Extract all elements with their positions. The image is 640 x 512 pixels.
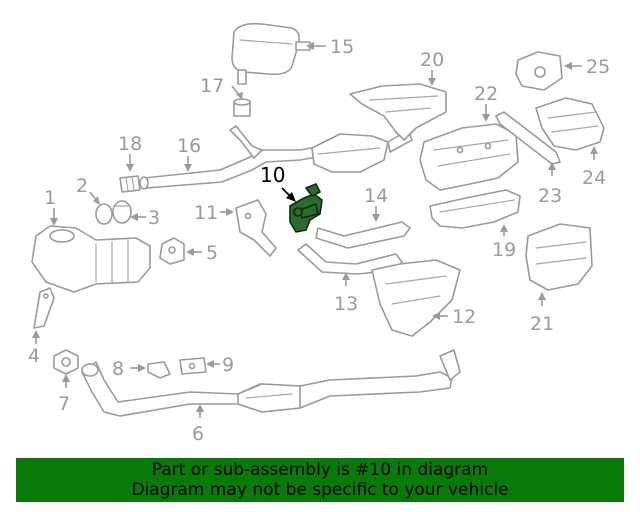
part-24-heat-shield bbox=[535, 97, 605, 151]
callout-22: 22 bbox=[474, 83, 498, 105]
part-5-bracket bbox=[159, 237, 185, 265]
leader-17 bbox=[231, 85, 243, 100]
leader-10 bbox=[281, 187, 296, 202]
callout-23: 23 bbox=[538, 185, 562, 207]
leader-9 bbox=[206, 360, 220, 368]
part-11-bracket bbox=[235, 199, 277, 257]
leader-8 bbox=[130, 364, 146, 372]
leader-23 bbox=[548, 162, 556, 176]
callout-10: 10 bbox=[260, 163, 285, 187]
leader-3 bbox=[130, 213, 146, 221]
callout-16: 16 bbox=[177, 135, 201, 157]
part-2-gasket bbox=[95, 203, 113, 225]
callout-3: 3 bbox=[148, 207, 160, 229]
leader-2 bbox=[89, 191, 100, 205]
part-10-highlighted[interactable] bbox=[289, 183, 323, 233]
callout-8: 8 bbox=[112, 358, 124, 380]
callout-11: 11 bbox=[194, 202, 218, 224]
part-16-intermediate-pipe bbox=[139, 125, 413, 190]
leader-16 bbox=[184, 156, 192, 172]
leader-22 bbox=[482, 104, 490, 122]
leader-15 bbox=[306, 42, 326, 50]
callout-25: 25 bbox=[586, 56, 610, 78]
part-8-hanger bbox=[147, 361, 171, 379]
callout-4: 4 bbox=[28, 345, 40, 367]
part-20-heat-shield bbox=[349, 83, 447, 141]
leader-20 bbox=[428, 70, 436, 86]
leader-5 bbox=[186, 248, 202, 256]
part-23-bracket bbox=[495, 111, 561, 165]
callout-20: 20 bbox=[420, 49, 444, 71]
part-9-clamp bbox=[179, 357, 207, 375]
leader-14 bbox=[372, 206, 380, 222]
callout-12: 12 bbox=[452, 306, 476, 328]
callout-7: 7 bbox=[58, 393, 70, 415]
leader-24 bbox=[590, 146, 598, 160]
part-12-heat-shield bbox=[371, 259, 461, 337]
leader-13 bbox=[342, 272, 350, 286]
callout-17: 17 bbox=[200, 75, 224, 97]
part-1-catalytic-converter bbox=[31, 225, 151, 293]
part-15-rear-muffler bbox=[231, 22, 311, 85]
callout-6: 6 bbox=[192, 423, 204, 445]
leader-6 bbox=[196, 404, 204, 418]
leader-4 bbox=[32, 330, 40, 344]
leader-21 bbox=[538, 292, 546, 306]
banner-line-2: Diagram may not be specific to your vehi… bbox=[131, 480, 509, 500]
leader-11 bbox=[220, 208, 234, 216]
callout-24: 24 bbox=[582, 167, 606, 189]
callout-2: 2 bbox=[76, 175, 88, 197]
callout-18: 18 bbox=[118, 133, 142, 155]
callout-9: 9 bbox=[222, 354, 234, 376]
leader-7 bbox=[62, 374, 70, 388]
callout-15: 15 bbox=[330, 36, 354, 58]
leader-18 bbox=[126, 154, 134, 172]
part-21-heat-shield bbox=[525, 223, 593, 291]
leader-1 bbox=[50, 208, 58, 226]
callout-21: 21 bbox=[530, 313, 554, 335]
callout-19: 19 bbox=[492, 239, 516, 261]
part-17-clamp bbox=[233, 98, 251, 117]
part-7-gasket bbox=[53, 349, 79, 375]
callout-1: 1 bbox=[44, 187, 56, 209]
callout-5: 5 bbox=[206, 242, 218, 264]
part-22-heat-shield bbox=[419, 123, 519, 191]
part-18-clamp bbox=[119, 175, 141, 193]
leader-19 bbox=[500, 224, 508, 236]
part-4-strap bbox=[33, 287, 55, 329]
callout-14: 14 bbox=[364, 185, 388, 207]
part-25-heat-shield bbox=[515, 51, 563, 91]
part-6-exhaust-pipe bbox=[81, 349, 461, 417]
callout-13: 13 bbox=[334, 293, 358, 315]
part-14-front-pipe bbox=[315, 221, 411, 249]
info-banner: Part or sub-assembly is #10 in diagram D… bbox=[16, 458, 624, 502]
leader-12 bbox=[432, 312, 448, 320]
part-3-clamp bbox=[112, 200, 132, 224]
part-19-heat-shield bbox=[429, 189, 521, 229]
leader-25 bbox=[564, 62, 582, 70]
banner-line-1: Part or sub-assembly is #10 in diagram bbox=[151, 460, 489, 480]
